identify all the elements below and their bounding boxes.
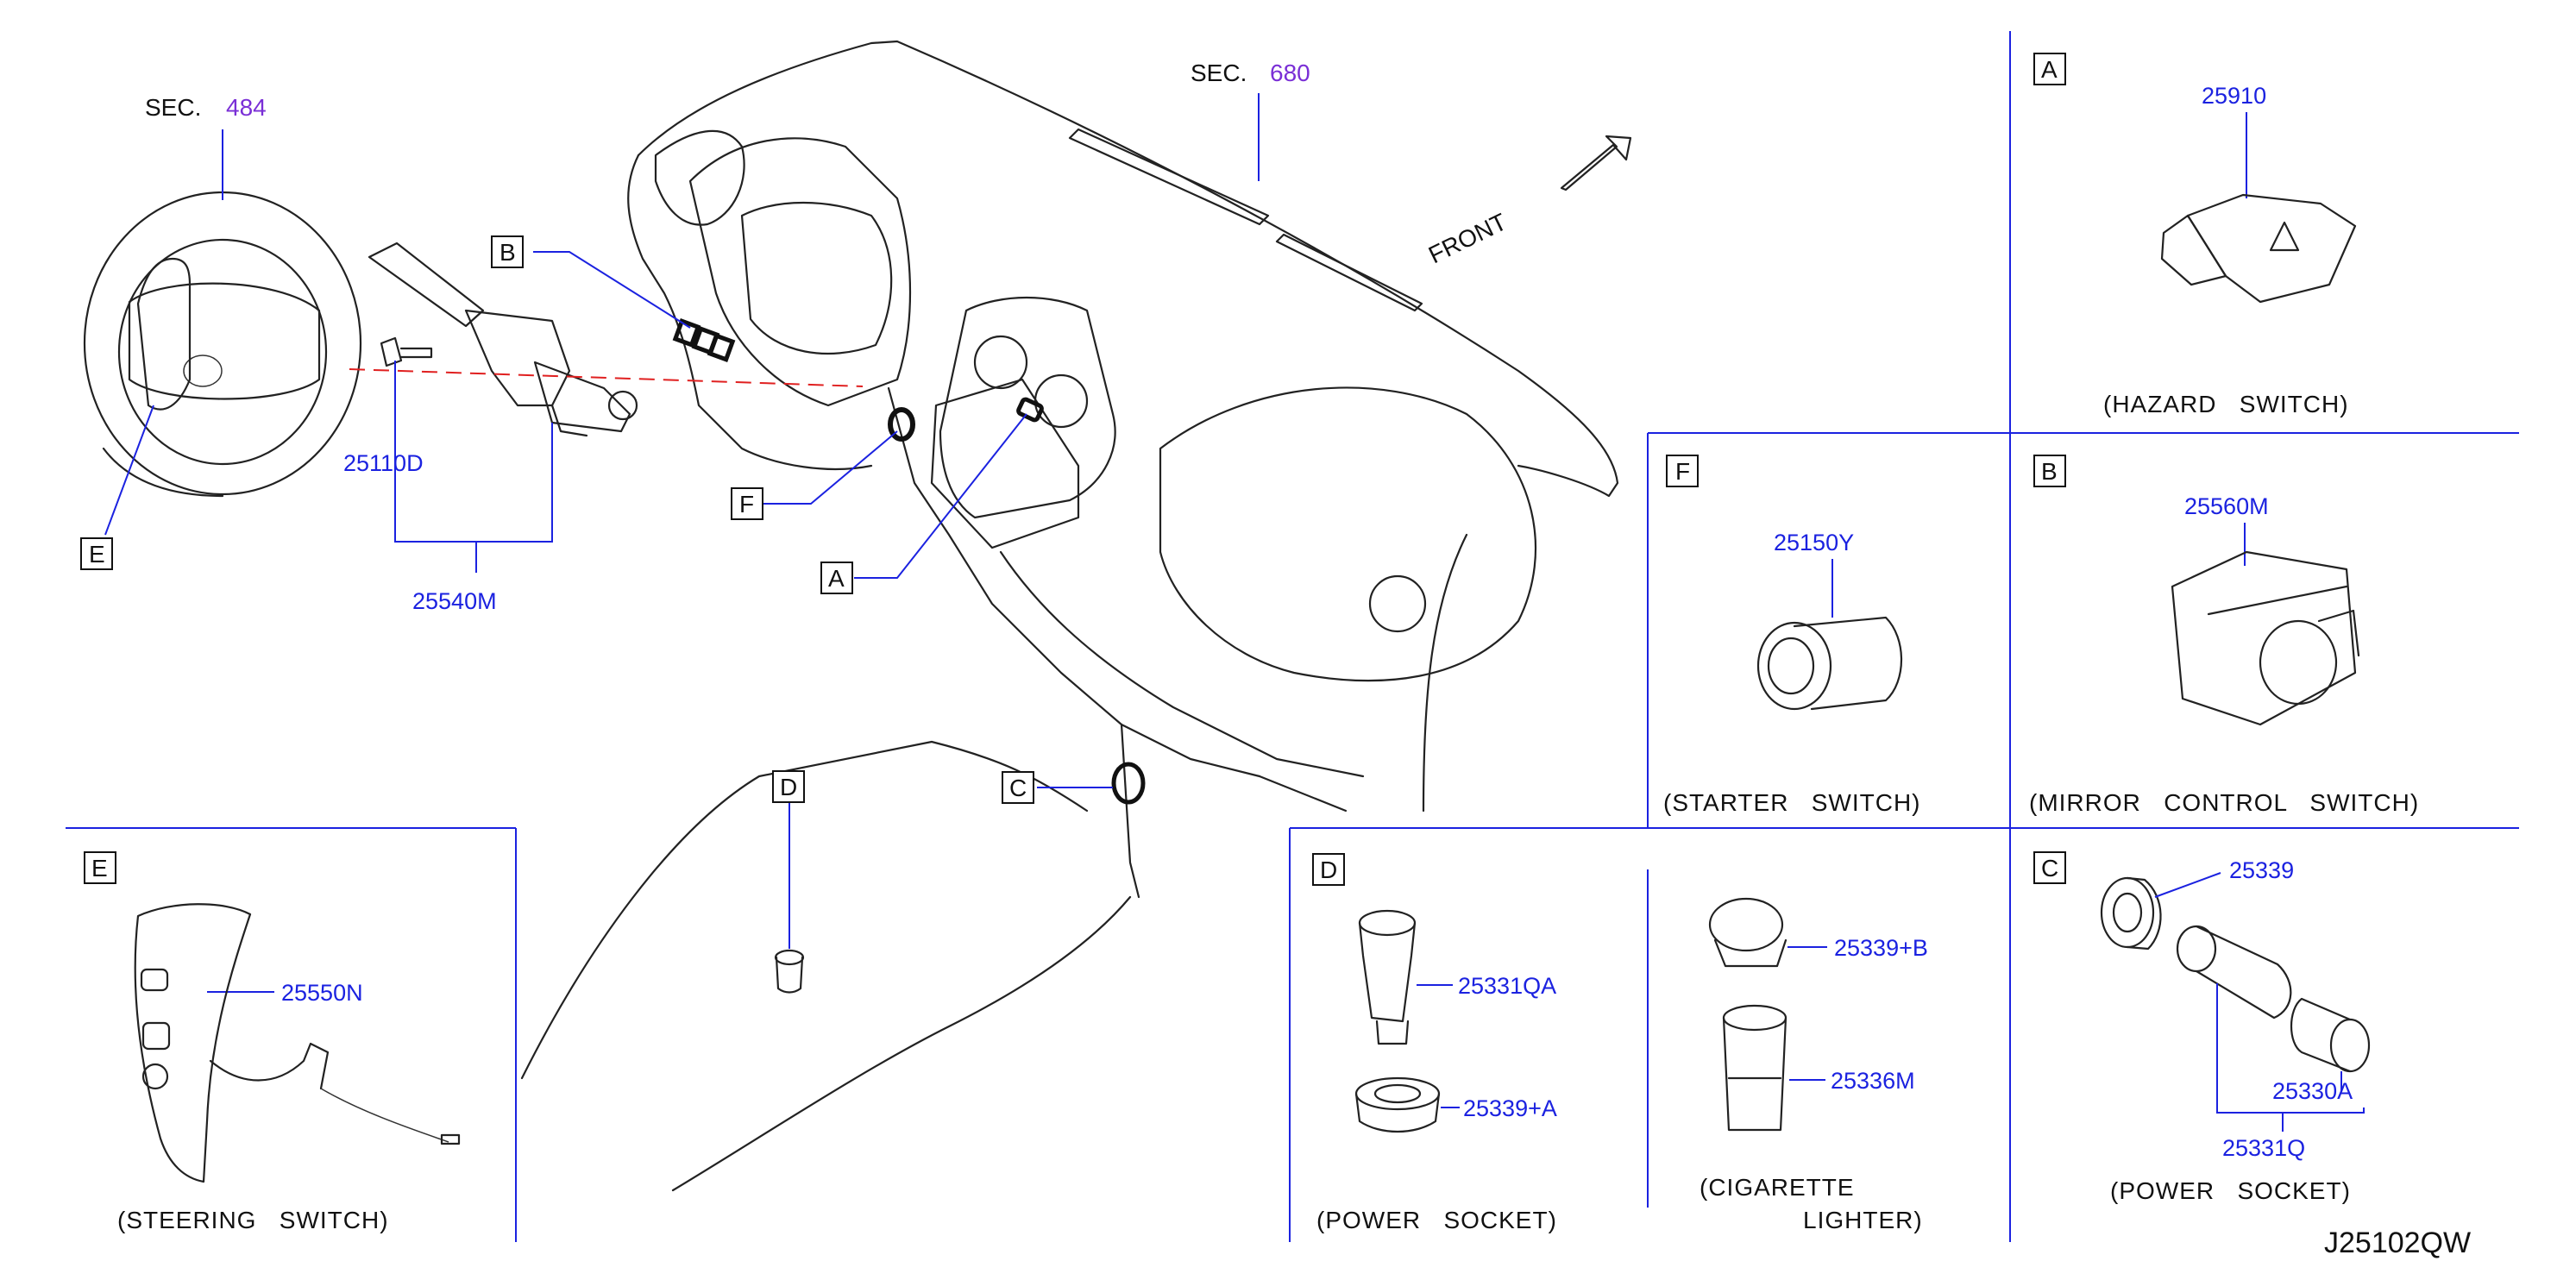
part-25110d: 25110D: [343, 450, 424, 476]
section-680-ref: SEC. 680: [1191, 60, 1310, 181]
lighter-25336m-drawing: [1722, 1004, 1787, 1132]
callout-f-main: F: [731, 487, 763, 520]
svg-text:25339: 25339: [2229, 857, 2294, 883]
svg-text:25910: 25910: [2202, 83, 2266, 109]
callout-d-main: D: [772, 770, 805, 803]
panel-d: D 25331QA 25339+A 25339+B 25336M (POWE: [1312, 853, 1928, 1233]
callout-a-main: A: [820, 562, 853, 594]
plug-d-drawing: [774, 949, 805, 994]
panel-frames: [66, 31, 2519, 1242]
svg-text:25550N: 25550N: [281, 980, 363, 1006]
panel-a: A 25910 (HAZARD SWITCH): [2033, 53, 2357, 417]
svg-text:25339+B: 25339+B: [1834, 935, 1928, 961]
svg-text:SEC.: SEC.: [145, 94, 201, 121]
svg-text:A: A: [828, 565, 845, 592]
svg-text:SEC.: SEC.: [1191, 60, 1247, 86]
svg-text:E: E: [89, 541, 105, 568]
dashboard-drawing: [520, 40, 1619, 1192]
socket-body-drawing: [2176, 925, 2292, 1020]
svg-text:B: B: [499, 239, 516, 266]
svg-text:LIGHTER): LIGHTER): [1803, 1207, 1923, 1233]
svg-text:25150Y: 25150Y: [1774, 530, 1854, 555]
callout-e-main: E: [80, 537, 113, 570]
mirror-control-switch-drawing: [2171, 550, 2360, 726]
svg-text:C: C: [2041, 855, 2058, 882]
svg-text:(POWER SOCKET): (POWER SOCKET): [2110, 1177, 2351, 1204]
svg-text:25331QA: 25331QA: [1458, 973, 1556, 999]
svg-text:C: C: [1009, 775, 1027, 801]
socket-25331qa-drawing: [1358, 909, 1417, 1045]
ring-25339-drawing: [2100, 876, 2162, 951]
svg-text:D: D: [780, 774, 797, 800]
svg-text:25331Q: 25331Q: [2222, 1135, 2305, 1161]
starter-switch-drawing: [1756, 616, 1902, 711]
front-label: FRONT: [1424, 208, 1511, 268]
panel-c: C 25339 25330A 25331Q (POWER SOCKET): [2033, 851, 2371, 1204]
svg-text:25560M: 25560M: [2184, 493, 2269, 519]
svg-text:F: F: [739, 491, 754, 518]
hazard-switch-drawing: [2160, 193, 2357, 304]
svg-text:(HAZARD SWITCH): (HAZARD SWITCH): [2103, 391, 2349, 417]
svg-text:(STEERING SWITCH): (STEERING SWITCH): [117, 1207, 389, 1233]
cap-25330a-drawing: [2290, 997, 2371, 1073]
svg-text:484: 484: [226, 94, 267, 121]
svg-text:(POWER SOCKET): (POWER SOCKET): [1316, 1207, 1557, 1233]
front-arrow-icon: [1560, 135, 1632, 191]
combination-switch-drawing: [349, 242, 864, 437]
svg-text:25336M: 25336M: [1831, 1068, 1915, 1094]
part-25540m: 25540M: [412, 588, 497, 614]
svg-text:A: A: [2041, 56, 2058, 83]
svg-text:(STARTER SWITCH): (STARTER SWITCH): [1663, 789, 1921, 816]
ring-25339a-drawing: [1354, 1076, 1441, 1133]
section-484-ref: SEC. 484: [145, 94, 267, 200]
svg-text:680: 680: [1270, 60, 1310, 86]
svg-text:B: B: [2041, 458, 2058, 485]
steering-switch-drawing: [134, 903, 461, 1183]
main-view-leaders: [104, 251, 1113, 949]
panel-b: B 25560M (MIRROR CONTROL SWITCH): [2029, 455, 2419, 816]
diagram-id: J25102QW: [2324, 1227, 2471, 1259]
panel-e: E 25550N (STEERING SWITCH): [84, 851, 461, 1233]
svg-text:(CIGARETTE: (CIGARETTE: [1700, 1174, 1855, 1201]
svg-text:E: E: [91, 855, 108, 882]
callout-b-main: B: [491, 235, 524, 268]
svg-text:25330A: 25330A: [2272, 1078, 2353, 1104]
steering-wheel-drawing: [83, 191, 362, 498]
svg-text:F: F: [1675, 458, 1690, 485]
callout-c-main: C: [1002, 771, 1034, 804]
panel-f: F 25150Y (STARTER SWITCH): [1663, 455, 1921, 816]
svg-text:D: D: [1320, 856, 1337, 883]
svg-text:(MIRROR CONTROL SWITCH): (MIRROR CONTROL SWITCH): [2029, 789, 2419, 816]
cap-25339b-drawing: [1708, 897, 1787, 968]
svg-text:25339+A: 25339+A: [1463, 1095, 1557, 1121]
